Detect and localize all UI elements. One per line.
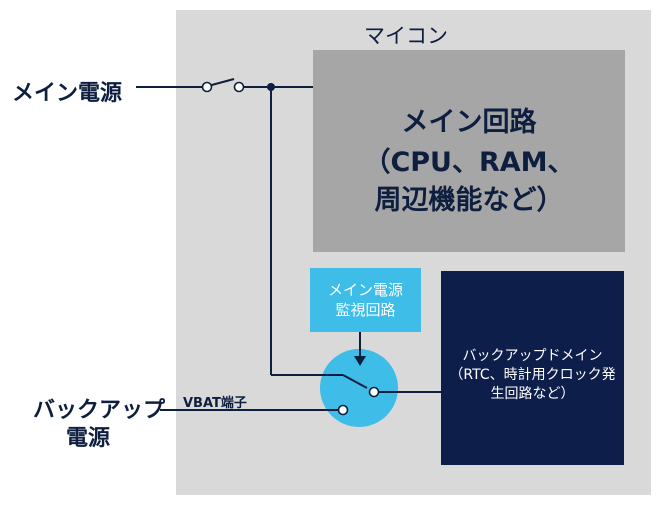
main-power-label: メイン電源: [12, 81, 123, 106]
main-power-switch-lever: [207, 78, 235, 87]
power-monitor-line-1: メイン電源: [327, 281, 403, 299]
switch-contact-vbat: [337, 404, 349, 416]
backup-domain-line-1: バックアップドメイン: [462, 348, 603, 364]
main-circuit-title: メイン回路: [401, 107, 537, 138]
backup-power-label-line-2: 電源: [66, 426, 111, 451]
backup-domain-block: バックアップドメイン （RTC、時計用クロック発 生回路など）: [441, 271, 624, 465]
power-monitor-line-2: 監視回路: [335, 301, 396, 319]
vbat-pin-label: VBAT端子: [183, 396, 247, 411]
junction-dot-icon: [267, 83, 275, 91]
backup-power-label-line-1: バックアップ: [33, 398, 166, 423]
backup-domain-line-2: （RTC、時計用クロック発: [449, 367, 616, 383]
switch-contact-output: [368, 386, 380, 398]
monitor-arrow-icon: [354, 356, 366, 366]
main-circuit-block: メイン回路 （CPU、RAM、 周辺機能など）: [313, 50, 625, 252]
backup-domain-line-3: 生回路など）: [490, 386, 575, 402]
switchover-lever: [342, 374, 368, 389]
power-monitor-block: メイン電源 監視回路: [310, 268, 421, 332]
mcu-label: マイコン: [364, 24, 448, 48]
main-switch-contact-right: [233, 81, 245, 93]
main-circuit-line-3: 周辺機能など）: [374, 185, 564, 216]
main-switch-contact-left: [201, 81, 213, 93]
main-circuit-line-2: （CPU、RAM、: [363, 147, 575, 178]
